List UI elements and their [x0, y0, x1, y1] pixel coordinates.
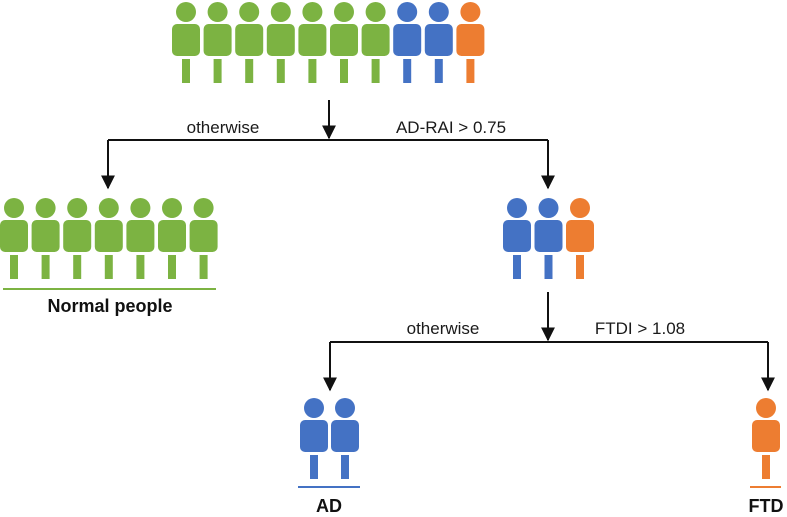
person-icon [393, 2, 422, 83]
ad-group [300, 398, 359, 479]
ftd-group [752, 398, 780, 479]
person-icon [203, 2, 232, 83]
person-icon [424, 2, 453, 83]
normal-people-group [0, 198, 218, 279]
person-icon [361, 2, 390, 83]
person-icon [63, 198, 92, 279]
normal-people-label: Normal people [47, 296, 172, 316]
person-icon [534, 198, 563, 279]
person-icon [566, 198, 594, 279]
person-icon [94, 198, 123, 279]
person-icon [266, 2, 295, 83]
person-icon [503, 198, 531, 279]
split1-otherwise-label: otherwise [187, 118, 260, 137]
ftd-label: FTD [749, 496, 784, 516]
split2-otherwise-label: otherwise [407, 319, 480, 338]
ad-label: AD [316, 496, 342, 516]
person-icon [456, 2, 485, 83]
person-icon [126, 198, 155, 279]
person-icon [331, 398, 359, 479]
person-icon [189, 198, 218, 279]
person-icon [235, 2, 264, 83]
split1-condition-label: AD-RAI > 0.75 [396, 118, 506, 137]
root-population-group [172, 2, 485, 83]
person-icon [172, 2, 200, 83]
person-icon [300, 398, 328, 479]
person-icon [330, 2, 358, 83]
person-icon [752, 398, 780, 479]
person-icon [0, 198, 28, 279]
person-icon [158, 198, 186, 279]
ad-ftd-candidate-group [503, 198, 594, 279]
split2-condition-label: FTDI > 1.08 [595, 319, 685, 338]
person-icon [298, 2, 327, 83]
person-icon [31, 198, 60, 279]
